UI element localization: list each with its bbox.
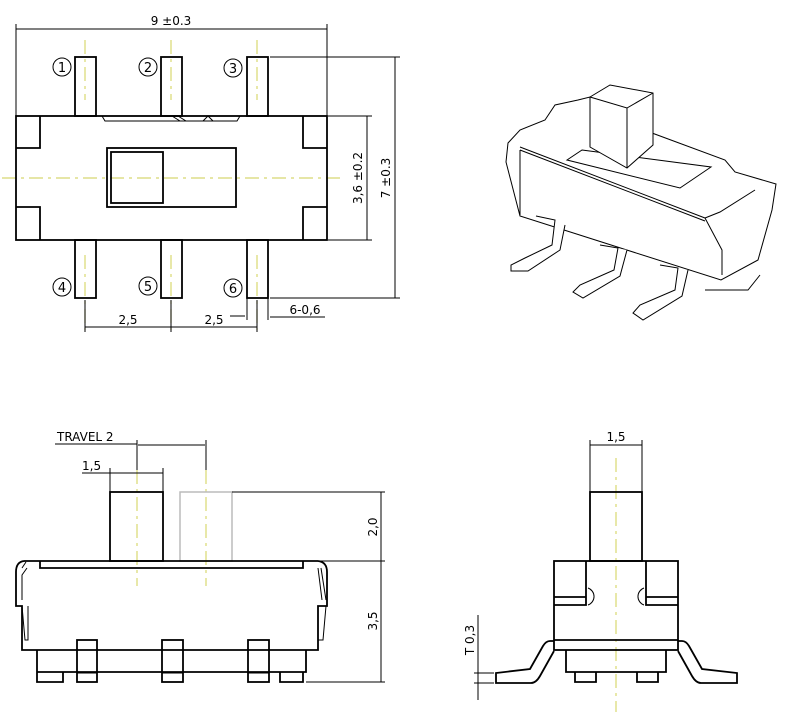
actuator-height-label: 2,0 xyxy=(366,517,380,536)
side-actuator-width-label: 1,5 xyxy=(82,459,101,473)
pin-4-label: 4 xyxy=(58,281,66,296)
front-dimensions: 1,5 T 0,3 xyxy=(463,430,643,700)
pin-2-label: 2 xyxy=(144,61,152,76)
isometric-view xyxy=(505,84,777,321)
top-view: 1 2 3 4 5 6 9 ±0.3 7 ±0.3 3,6 ±0.2 2,5 2… xyxy=(2,14,400,332)
body-height-dim-label: 3,6 ±0.2 xyxy=(351,152,365,204)
side-dimensions: TRAVEL 2 1,5 2,0 3,5 xyxy=(55,430,385,683)
pin-width-label: 6-0,6 xyxy=(289,303,320,317)
pin-6-label: 6 xyxy=(229,282,237,297)
thickness-label: T 0,3 xyxy=(463,625,477,656)
pitch-right-label: 2,5 xyxy=(204,313,223,327)
top-dimensions: 9 ±0.3 7 ±0.3 3,6 ±0.2 2,5 2,5 6-0,6 xyxy=(15,14,400,332)
travel-label: TRAVEL 2 xyxy=(56,430,114,444)
total-height-dim-label: 7 ±0.3 xyxy=(379,158,393,199)
pin-number-labels: 1 2 3 4 5 6 xyxy=(52,57,243,298)
pin-1-label: 1 xyxy=(58,61,66,76)
pin-3-label: 3 xyxy=(229,62,237,77)
pitch-left-label: 2,5 xyxy=(118,313,137,327)
front-actuator-width-label: 1,5 xyxy=(606,430,625,444)
body-height-label: 3,5 xyxy=(366,611,380,630)
pins-top xyxy=(74,40,269,330)
width-dim-label: 9 ±0.3 xyxy=(151,14,192,28)
front-view: 1,5 T 0,3 xyxy=(463,430,738,712)
side-view: TRAVEL 2 1,5 2,0 3,5 xyxy=(15,430,385,683)
pin-5-label: 5 xyxy=(144,280,152,295)
